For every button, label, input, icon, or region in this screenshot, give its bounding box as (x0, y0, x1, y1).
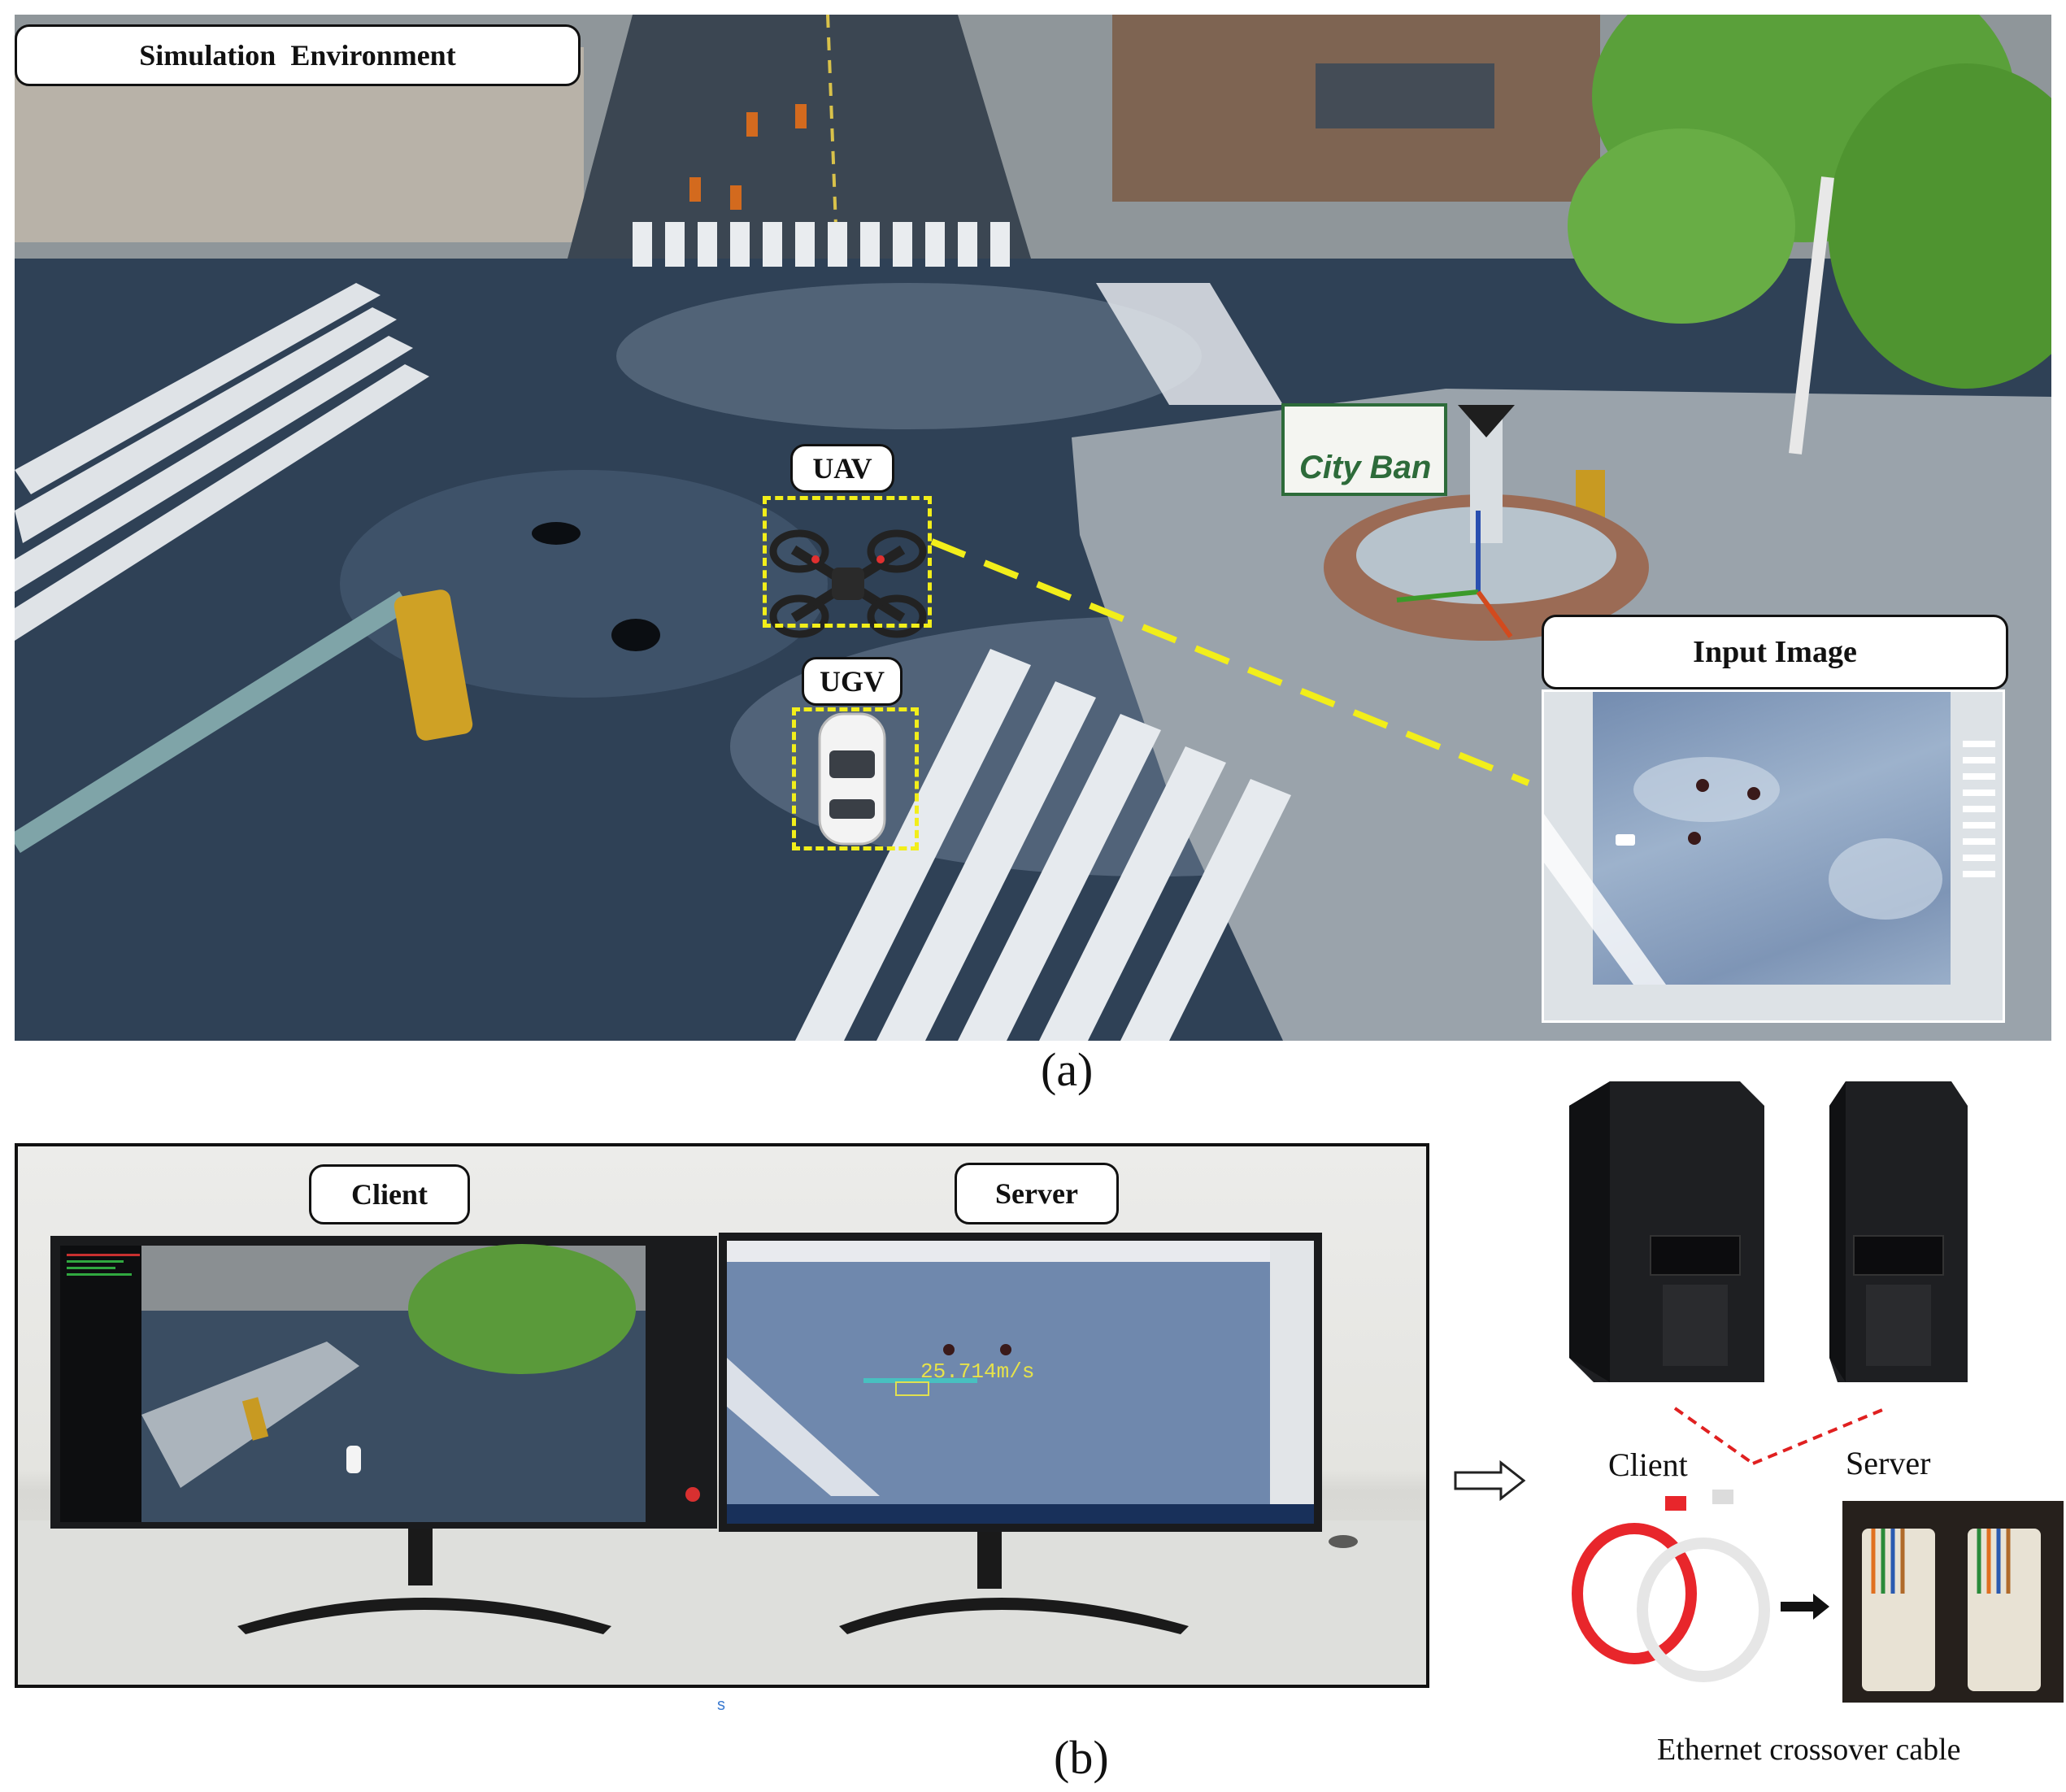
server-link-line (1752, 1407, 1887, 1465)
caption-b: (b) (1054, 1730, 1109, 1785)
client-pc-tower-icon (1569, 1081, 1764, 1382)
outline-arrow-icon (1454, 1460, 1526, 1501)
crosswalk-left (15, 283, 429, 641)
crosswalk-right (1096, 283, 1283, 405)
crosswalk-top (633, 222, 1010, 267)
hardware-server-label: Server (1846, 1444, 1930, 1482)
ugv-bounding-box (792, 707, 919, 850)
city-bank-sign: City Ban (1281, 403, 1447, 496)
speed-readout-text: 25.714m/s (920, 1359, 1035, 1384)
monitor-setup-svg (18, 1233, 1426, 1685)
stray-mark: s (717, 1696, 725, 1715)
small-arrow-icon (1781, 1594, 1829, 1620)
stray-mark-text: s (717, 1696, 725, 1714)
server-pc-tower-icon (1829, 1081, 1968, 1382)
caption-a-text: (a) (1041, 1043, 1094, 1096)
traffic-pole (15, 590, 411, 854)
traffic-light-left (394, 589, 473, 741)
simulation-environment-title-text: Simulation Environment (139, 39, 456, 72)
uav-to-input-link (930, 538, 1530, 786)
hardware-illustration (1569, 1081, 2064, 1703)
far-road (568, 15, 1031, 259)
dual-monitor-photo: Client Server 25.714m/s (15, 1143, 1429, 1688)
input-image-inset (1542, 689, 2005, 1023)
simulation-environment-title: Simulation Environment (15, 24, 581, 86)
simulation-environment-image: City Ban (15, 15, 2051, 1041)
desk (18, 1520, 1426, 1685)
hardware-client-label: Client (1608, 1446, 1688, 1484)
input-image-svg (1544, 692, 2003, 1020)
monitor-stands (237, 1529, 1189, 1634)
client-monitor-label: Client (309, 1164, 470, 1224)
ugv-car (818, 712, 886, 846)
ugv-label: UGV (802, 657, 903, 706)
rj45-connector-photo (1842, 1501, 2064, 1703)
crosswalk-bottom (795, 649, 1291, 1041)
tree-foliage (1568, 15, 2051, 455)
server-monitor-label-text: Server (995, 1177, 1078, 1210)
svg-text:City Ban: City Ban (1299, 450, 1431, 485)
uav-bounding-box (763, 496, 932, 628)
speed-readout: 25.714m/s (920, 1359, 1034, 1384)
ugv-label-text: UGV (820, 665, 885, 698)
hardware-client-label-text: Client (1608, 1446, 1688, 1483)
uav-drone (769, 529, 927, 638)
caption-a: (a) (1041, 1042, 1093, 1097)
input-image-label-text: Input Image (1693, 635, 1857, 669)
server-monitor-label: Server (955, 1163, 1119, 1224)
uav-label: UAV (790, 444, 894, 493)
ethernet-cable-icon (1572, 1490, 1770, 1682)
hardware-server-label-text: Server (1846, 1445, 1931, 1481)
awning (1316, 63, 1494, 128)
client-monitor-label-text: Client (351, 1178, 428, 1211)
uav-label-text: UAV (812, 452, 872, 485)
ethernet-cable-caption: Ethernet crossover cable (1657, 1732, 1961, 1768)
ethernet-cable-caption-text: Ethernet crossover cable (1657, 1733, 1961, 1767)
input-image-label: Input Image (1542, 615, 2008, 689)
caption-b-text: (b) (1054, 1731, 1109, 1784)
